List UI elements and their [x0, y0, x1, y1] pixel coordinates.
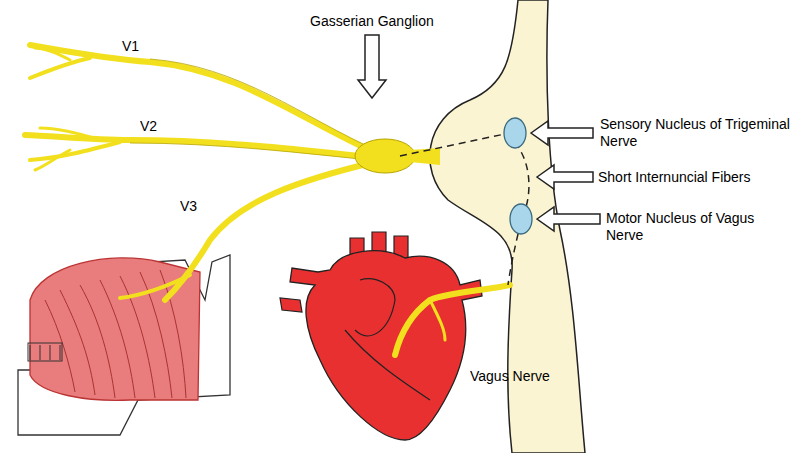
branch-label: V1	[122, 38, 139, 55]
trigeminal-branches	[25, 45, 510, 355]
gasserian-ganglion	[355, 139, 415, 173]
muscle-fibers	[45, 270, 186, 398]
teeth	[30, 345, 60, 360]
nucleus-label: Sensory Nucleus of Trigeminal Nerve	[600, 116, 790, 150]
internuncial-pathway	[400, 134, 529, 285]
branch-label: V3	[180, 198, 197, 215]
motor-nucleus	[510, 204, 532, 234]
branch-label: V2	[140, 118, 157, 135]
ganglion-label: Gasserian Ganglion	[310, 13, 434, 30]
nerve-outline	[130, 59, 380, 161]
fiber-label: Short Internuncial Fibers	[598, 169, 751, 186]
teeth-row	[28, 343, 62, 361]
nerve-label: Vagus Nerve	[470, 368, 550, 385]
pointer-arrows	[358, 35, 600, 231]
masseter-muscle	[30, 258, 200, 400]
brainstem	[430, 0, 585, 453]
mandible	[18, 255, 230, 435]
heart	[280, 232, 482, 440]
nucleus-label: Motor Nucleus of Vagus Nerve	[606, 210, 791, 244]
sensory-nucleus	[504, 118, 526, 148]
